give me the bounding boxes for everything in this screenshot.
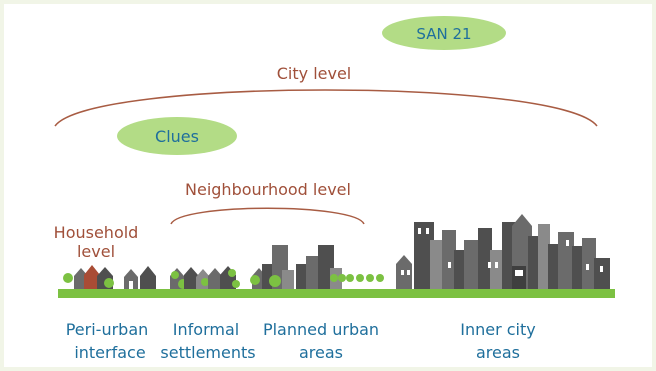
peri-urban-label-line2: interface	[74, 343, 145, 362]
city-level-arc	[54, 89, 598, 127]
planned-urban-label-line1: Planned urban	[263, 320, 379, 339]
city-level-label: City level	[277, 64, 352, 83]
household-level-label-line1: Household	[54, 223, 139, 242]
san-pill	[382, 16, 506, 50]
planned-urban-buildings	[250, 245, 384, 289]
san-pill-label: SAN 21	[416, 25, 471, 43]
clues-pill-label: Clues	[155, 127, 199, 146]
informal-settlements-label-line2: settlements	[160, 343, 255, 362]
city-illustration	[58, 214, 615, 298]
planned-urban-label-line2: areas	[299, 343, 343, 362]
informal-settlements-label-line1: Informal	[173, 320, 239, 339]
neighbourhood-level-arc	[170, 207, 365, 225]
peri-urban-houses	[63, 265, 156, 289]
panel	[4, 4, 652, 367]
inner-city-buildings	[396, 214, 610, 289]
household-level-label-line2: level	[77, 242, 115, 261]
clues-pill	[117, 117, 237, 155]
peri-urban-label-line1: Peri-urban	[66, 320, 149, 339]
ground-strip	[58, 289, 615, 298]
neighbourhood-level-label: Neighbourhood level	[185, 180, 351, 199]
inner-city-label-line2: areas	[476, 343, 520, 362]
informal-settlement-houses	[170, 266, 240, 289]
inner-city-label-line1: Inner city	[460, 320, 536, 339]
